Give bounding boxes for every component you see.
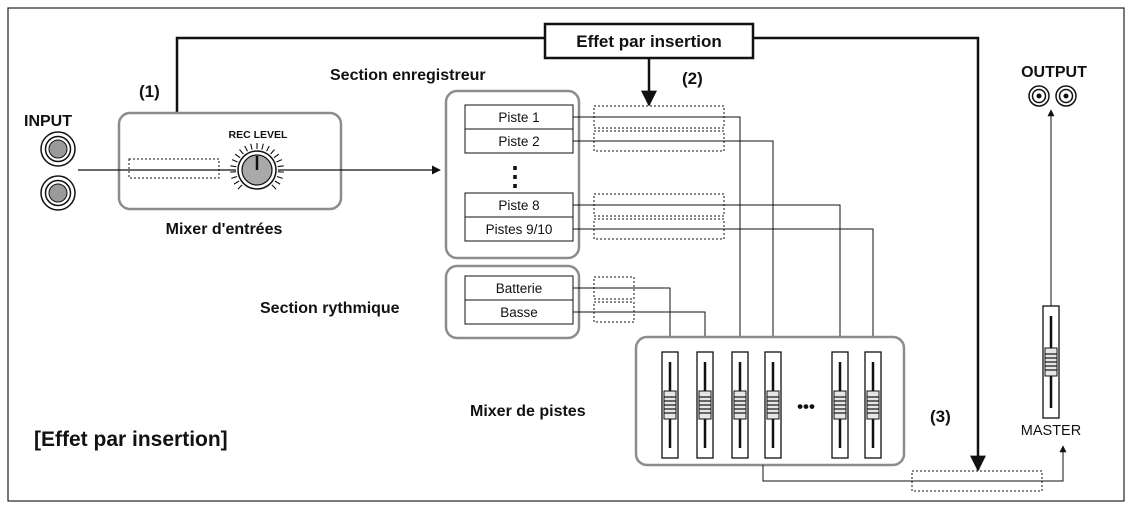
fader-icon: [864, 351, 882, 459]
diagram-frame: [7, 7, 1125, 502]
loop-path-to-master: [753, 36, 986, 472]
diagram-footer-title: [Effet par insertion]: [34, 428, 228, 451]
master-label: MASTER: [1021, 423, 1081, 439]
rhythm-section: Section rythmique Batterie Basse: [260, 264, 581, 340]
fader-icon: [731, 351, 749, 459]
input-mixer: REC LEVEL Mixer d'entrées: [117, 111, 343, 238]
output-section: OUTPUT: [1021, 64, 1087, 107]
knob-icon: [230, 143, 284, 190]
master-section: MASTER: [911, 305, 1081, 492]
track-label: Piste 2: [498, 134, 539, 149]
track-label: Pistes 9/10: [486, 222, 553, 237]
recorder-title: Section enregistreur: [330, 67, 486, 84]
track-label: Batterie: [496, 281, 543, 296]
recorder-ellipsis: ⋮: [502, 161, 528, 191]
fader-icon: [661, 351, 679, 459]
fader-icon: [764, 351, 782, 459]
marker-3: (3): [930, 407, 951, 426]
input-label: INPUT: [24, 113, 72, 130]
jack-icon: [40, 131, 76, 167]
jack-icon: [1055, 85, 1077, 107]
master-signal-lines: [762, 109, 1067, 482]
insertion-effect-box-label: Effet par insertion: [576, 32, 721, 51]
input-mixer-panel: [117, 111, 343, 211]
recorder-insert-slots: [593, 105, 725, 240]
marker-2: (2): [682, 69, 703, 88]
rec-level-label: REC LEVEL: [229, 129, 289, 141]
jack-icon: [1028, 85, 1050, 107]
rhythm-insert-slots: [593, 276, 635, 323]
track-label: Piste 8: [498, 198, 539, 213]
track-mixer: Mixer de pistes •••: [470, 335, 906, 467]
track-mixer-title: Mixer de pistes: [470, 403, 586, 420]
marker-1: (1): [139, 82, 160, 101]
track-mixer-ellipsis: •••: [797, 397, 815, 416]
input-section: INPUT: [24, 113, 76, 211]
jack-icon: [40, 175, 76, 211]
fader-icon: [831, 351, 849, 459]
input-mixer-insert-slot: [128, 158, 220, 179]
fader-icon: [1042, 305, 1060, 419]
track-label: Basse: [500, 305, 538, 320]
recorder-section: Section enregistreur Piste 1 Piste 2 ⋮ P…: [330, 67, 581, 260]
fader-icon: [696, 351, 714, 459]
input-mixer-title: Mixer d'entrées: [166, 221, 283, 238]
track-box: [464, 216, 574, 242]
track-label: Piste 1: [498, 110, 539, 125]
track-box: [464, 128, 574, 154]
insertion-effect-header: Effet par insertion: [543, 22, 755, 60]
rhythm-title: Section rythmique: [260, 300, 400, 317]
output-label: OUTPUT: [1021, 64, 1087, 81]
